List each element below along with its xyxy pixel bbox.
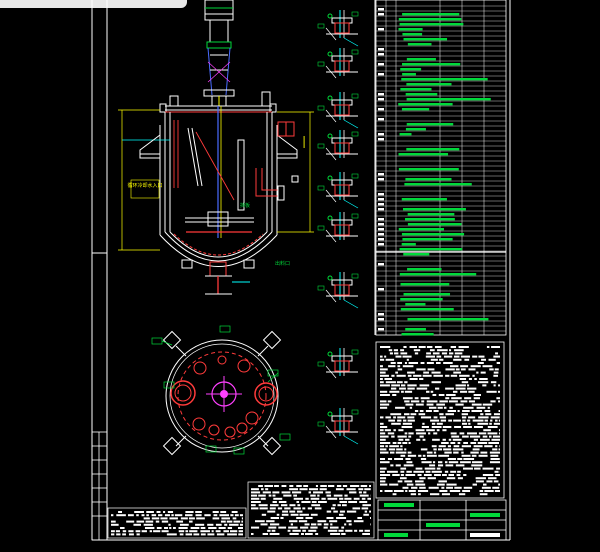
plan-nozzles [170, 355, 278, 438]
plan-lugs [162, 330, 282, 456]
inlet-label: 循环冷却水入口 [127, 182, 162, 189]
agitator-shaft [173, 106, 254, 238]
section-labels: 循环冷却水入口 挡板 出料口 ════ [127, 135, 308, 267]
flange-detail-icon [317, 408, 359, 445]
title-block[interactable] [377, 499, 507, 541]
flange-detail-icon [317, 172, 359, 209]
flange-detail-icon [317, 10, 359, 47]
drive-unit [203, 0, 235, 107]
left-title-strip [91, 431, 108, 541]
technical-notes-block [375, 341, 505, 499]
dimension-value: ════ [302, 135, 308, 149]
plan-callouts [151, 325, 291, 455]
bottom-notes-blocks [107, 481, 375, 539]
flange-detail-column[interactable] [317, 10, 359, 445]
dimension-lines [118, 109, 314, 251]
vessel-lugs [139, 121, 298, 159]
window-top-bar [0, 0, 187, 8]
flange-detail-icon [317, 348, 359, 379]
reactor-section-view[interactable]: 循环冷却水入口 挡板 出料口 ════ [118, 0, 314, 295]
flange-detail-icon [317, 212, 359, 243]
vessel-shell [159, 112, 278, 267]
reactor-plan-view[interactable] [151, 325, 291, 456]
side-pipe [255, 168, 299, 201]
baffle-label: 挡板 [240, 202, 250, 209]
nozzle-schedule-table[interactable] [375, 0, 507, 336]
flange-detail-icon [317, 130, 359, 161]
outlet-label: 出料口 [275, 260, 290, 267]
flange-detail-icon [317, 48, 359, 79]
flange-detail-icon [317, 272, 359, 309]
flange-detail-icon [317, 92, 359, 129]
bottom-outlet [181, 259, 255, 295]
